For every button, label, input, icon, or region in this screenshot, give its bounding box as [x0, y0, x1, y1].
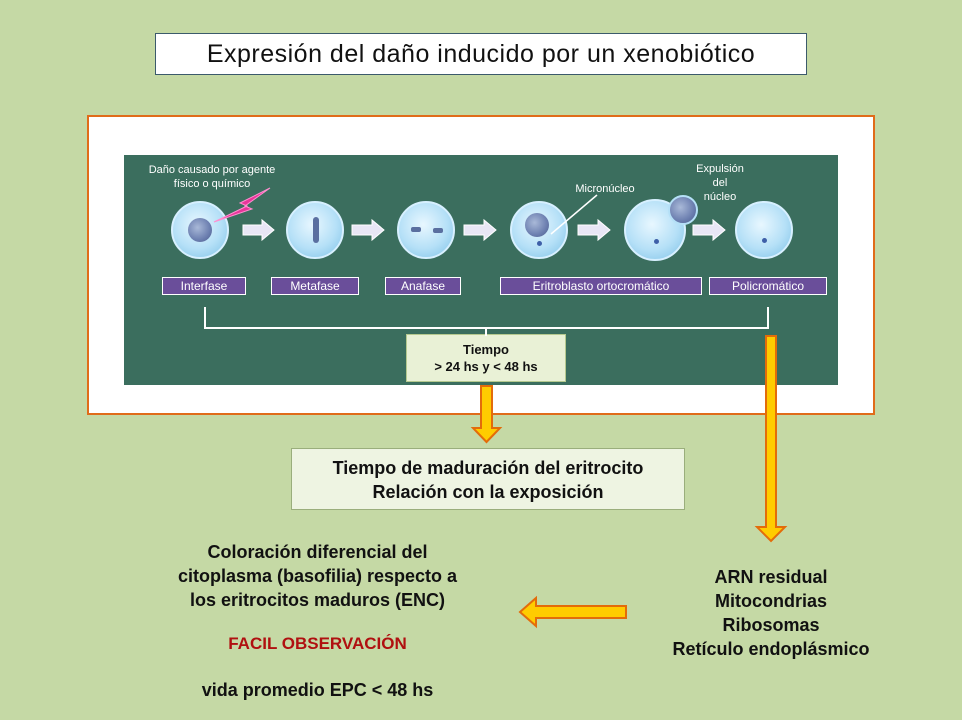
orthochromatic-erythroblast-cell: [510, 201, 568, 259]
time-bracket: [204, 307, 769, 336]
expulsion-caption: Expulsión del núcleo: [680, 162, 760, 204]
cell-arrow-5: [692, 218, 726, 242]
anaphase-chromosomes-left: [411, 227, 421, 232]
differential-staining-text: Coloración diferencial del citoplasma (b…: [150, 540, 485, 612]
damage-caption: Daño causado por agente físico o químico: [126, 163, 298, 191]
right-line-4: Retículo endoplásmico: [672, 639, 870, 659]
polychromatic-cell: [735, 201, 793, 259]
polychromatic-micronucleus: [762, 238, 767, 243]
average-life-text: vida promedio EPC < 48 hs: [201, 680, 434, 700]
cell-arrow-4: [577, 218, 611, 242]
interphase-nucleus: [188, 218, 212, 242]
expulsion-caption-line-2: del: [712, 177, 728, 189]
maduration-line-1: Tiempo de maduración del eritrocito: [332, 458, 644, 478]
stage-label-metaphase: Metafase: [271, 277, 359, 295]
left-line-3: los eritrocitos maduros (ENC): [189, 590, 446, 610]
damage-caption-line-2: físico o químico: [173, 178, 251, 190]
arrow-to-left-block: [518, 595, 627, 629]
cell-arrow-3: [463, 218, 497, 242]
damage-lightning-icon: [213, 187, 271, 223]
maduration-line-2: Relación con la exposición: [372, 482, 604, 502]
expelling-cell-micronucleus: [654, 239, 659, 244]
left-line-1: Coloración diferencial del: [207, 542, 428, 562]
left-line-2: citoplasma (basofilia) respecto a: [177, 566, 458, 586]
arrow-to-residual: [754, 335, 788, 543]
metaphase-cell: [286, 201, 344, 259]
erythroblast-nucleus: [525, 213, 549, 237]
stage-label-orthochromatic: Eritroblasto ortocromático: [500, 277, 702, 295]
time-box: Tiempo > 24 hs y < 48 hs: [406, 334, 566, 382]
interphase-cell: [171, 201, 229, 259]
time-box-range: > 24 hs y < 48 hs: [434, 359, 538, 374]
time-box-title: Tiempo: [463, 342, 509, 357]
maduration-box: Tiempo de maduración del eritrocito Rela…: [291, 448, 685, 510]
micronucleus-pointer: [550, 194, 598, 235]
right-line-1: ARN residual: [714, 567, 828, 587]
micronucleus-caption: Micronúcleo: [575, 183, 635, 195]
expelled-nucleus: [668, 195, 698, 225]
slide-title: Expresión del daño inducido por un xenob…: [155, 33, 807, 75]
metaphase-chromosomes: [313, 217, 319, 243]
stage-label-polychromatic: Policromático: [709, 277, 827, 295]
right-line-2: Mitocondrias: [714, 591, 827, 611]
micronucleus-dot: [537, 241, 542, 246]
residual-components-list: ARN residual Mitocondrias Ribosomas Retí…: [636, 565, 906, 661]
right-line-3: Ribosomas: [722, 615, 820, 635]
stage-label-interphase: Interfase: [162, 277, 246, 295]
expulsion-caption-line-3: núcleo: [703, 191, 737, 203]
anaphase-cell: [397, 201, 455, 259]
damage-caption-line-1: Daño causado por agente: [148, 164, 276, 176]
stage-label-anaphase: Anafase: [385, 277, 461, 295]
anaphase-chromosomes-right: [433, 228, 443, 233]
cell-arrow-1: [242, 218, 275, 242]
arrow-to-maduration: [470, 385, 503, 444]
cell-arrow-2: [351, 218, 385, 242]
easy-observation-highlight: FACIL OBSERVACIÓN: [228, 634, 407, 653]
expulsion-caption-line-1: Expulsión: [696, 163, 744, 175]
